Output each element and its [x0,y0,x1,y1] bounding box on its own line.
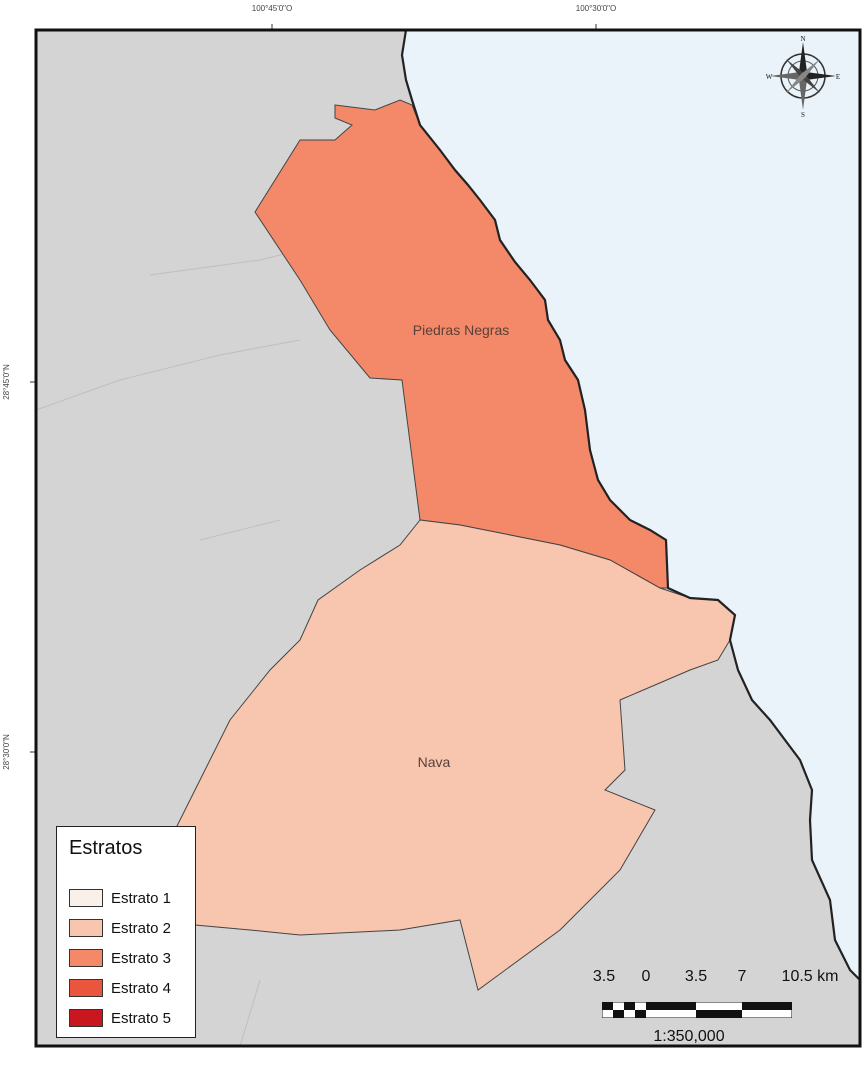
map-frame [34,28,862,1048]
label-piedras-negras: Piedras Negras [412,322,510,338]
scale-bar: 3.5 0 3.5 7 10.5 km 1:350,000 [584,968,844,1048]
legend-label: Estrato 1 [111,889,172,907]
legend-swatch [69,889,103,907]
scale-label: 10.5 km [781,968,839,985]
legend-item: Estrato 1 [69,887,171,909]
legend-label: Estrato 4 [111,979,172,997]
polygon-nava[interactable] [169,519,736,991]
longitude-label-1: 100°45'0"O [251,4,293,13]
legend-swatch [69,949,103,967]
legend-swatch [69,979,103,997]
legend-label: Estrato 3 [111,949,172,967]
compass-e: E [836,73,840,81]
us-territory [402,30,860,980]
legend: Estratos Estrato 1 Estrato 2 Estrato 3 E… [56,826,196,1038]
scale-label: 3.5 [684,968,708,985]
legend-swatch [69,1009,103,1027]
scale-ratio: 1:350,000 [653,1028,725,1045]
legend-item: Estrato 2 [69,917,171,939]
legend-label: Estrato 2 [111,919,172,937]
scale-label: 3.5 [592,968,616,985]
legend-title: Estratos [69,837,143,859]
compass-s: S [801,111,805,118]
legend-item: Estrato 5 [69,1007,171,1029]
compass-w: W [766,73,773,81]
compass-n: N [800,35,805,43]
scale-bar-graphic [602,1002,792,1018]
legend-item: Estrato 3 [69,947,171,969]
compass-rose: N S E W [766,34,840,119]
scale-label: 0 [641,968,651,985]
compass-icon: N S E W [766,35,840,119]
international-border [400,29,861,981]
longitude-label-2: 100°30'0"O [575,4,617,13]
label-nava: Nava [417,754,451,770]
legend-item: Estrato 4 [69,977,171,999]
scale-label: 7 [737,968,747,985]
legend-swatch [69,919,103,937]
legend-label: Estrato 5 [111,1009,172,1027]
